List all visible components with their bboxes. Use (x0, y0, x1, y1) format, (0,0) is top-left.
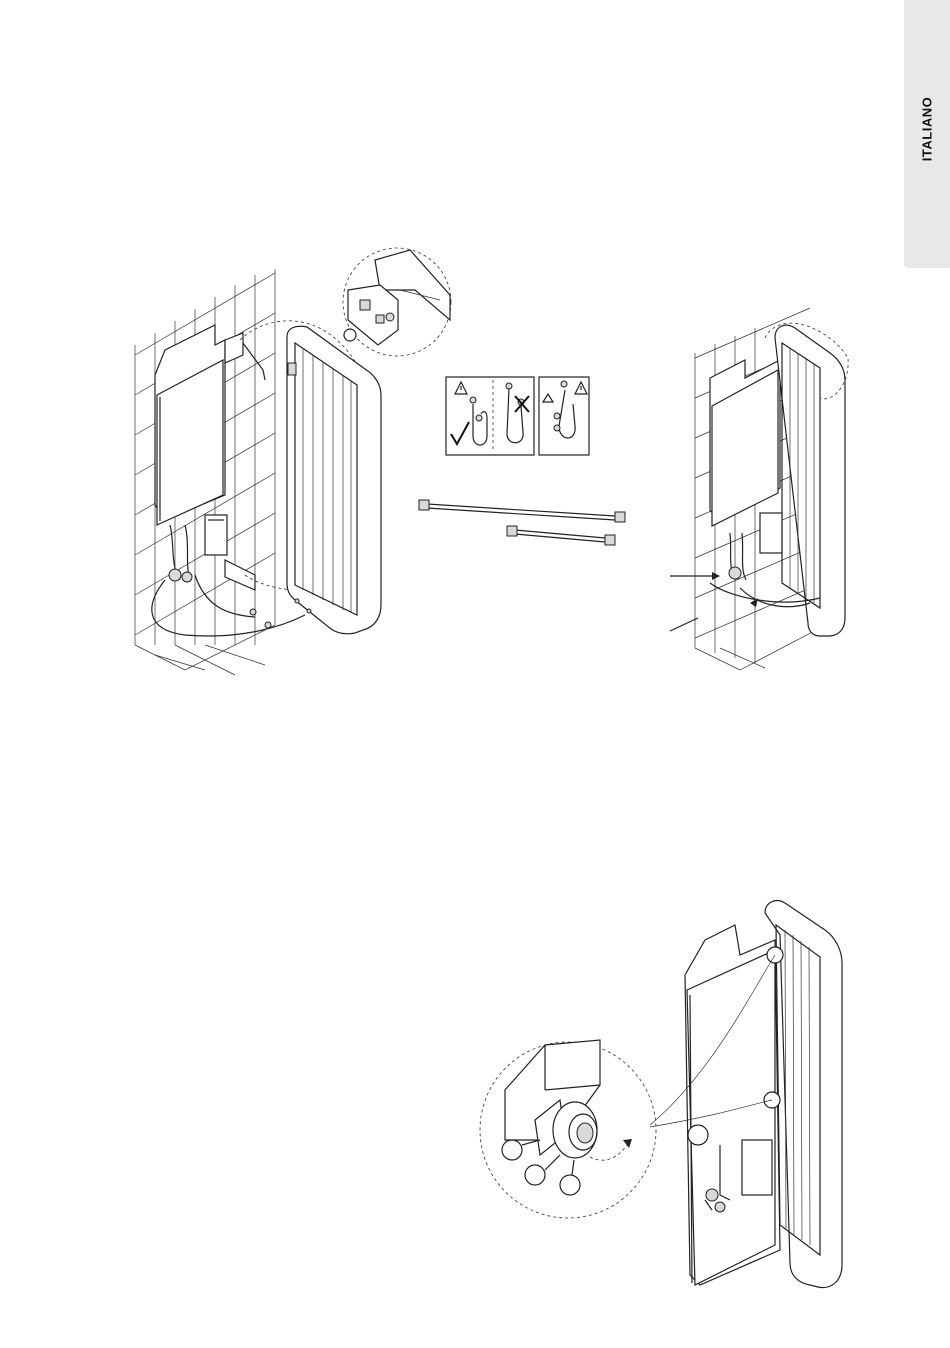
bracket-detail-circle (340, 245, 455, 360)
hose-warning-icons (445, 376, 590, 456)
nut-detail-circle (480, 1040, 656, 1218)
radiator-panel (287, 326, 381, 633)
radiator-connected-on-wall-figure (670, 298, 850, 678)
long-hose (419, 500, 625, 522)
short-hose (507, 526, 615, 545)
nut-tightening-detail-figure (480, 895, 860, 1295)
radiator-assembly (650, 901, 842, 1288)
language-tab: ITALIANO (904, 0, 950, 268)
checkmark-icon (451, 422, 469, 444)
hose-warning-box (539, 377, 589, 455)
language-label: ITALIANO (920, 96, 935, 160)
flexible-hoses (415, 490, 635, 550)
hose-correct-box (446, 377, 534, 455)
